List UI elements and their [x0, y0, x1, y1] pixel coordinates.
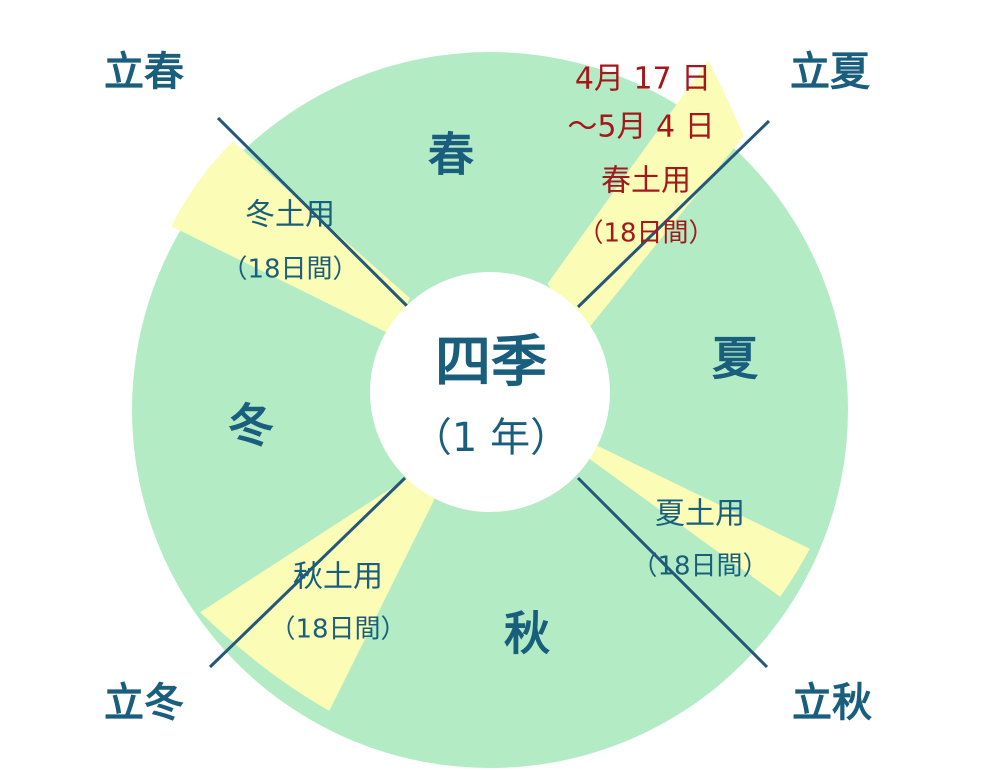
- spring-doyo-days: （18日間）: [577, 219, 714, 249]
- risshun-label: 立春: [104, 49, 184, 95]
- summer-doyo-days: （18日間）: [631, 552, 768, 582]
- spring-doyo-wedge: [547, 60, 744, 335]
- risshu-divider-line: [576, 476, 769, 669]
- spring-doyo-label: 春土用: [601, 164, 691, 199]
- summer-doyo-wedge: [587, 439, 810, 597]
- summer-doyo-label: 夏土用: [655, 497, 745, 532]
- autumn-label: 秋: [504, 607, 550, 661]
- winter-label: 冬: [228, 399, 274, 453]
- spring-label: 春: [428, 128, 474, 182]
- winter-doyo-label: 冬土用: [245, 198, 335, 233]
- rikka-divider-line: [576, 119, 771, 309]
- spring-doyo-date-start: 4月 17 日: [575, 62, 711, 97]
- rikka-label: 立夏: [790, 49, 871, 95]
- center-subtitle: （1 年）: [412, 415, 570, 461]
- spring-doyo-date-end: ～5月 4 日: [567, 110, 714, 145]
- center-title: 四季: [435, 330, 547, 395]
- autumn-doyo-label: 秋土用: [293, 560, 383, 595]
- autumn-doyo-wedge: [200, 478, 438, 711]
- summer-label: 夏: [712, 332, 759, 386]
- autumn-doyo-days: （18日間）: [269, 615, 406, 645]
- ritto-divider-line: [208, 476, 407, 669]
- center-circle: [370, 272, 610, 512]
- risshun-divider-line: [216, 116, 409, 308]
- winter-doyo-wedge: [171, 141, 410, 336]
- winter-doyo-days: （18日間）: [221, 255, 358, 285]
- risshu-label: 立秋: [792, 680, 872, 726]
- ritto-label: 立冬: [104, 680, 184, 726]
